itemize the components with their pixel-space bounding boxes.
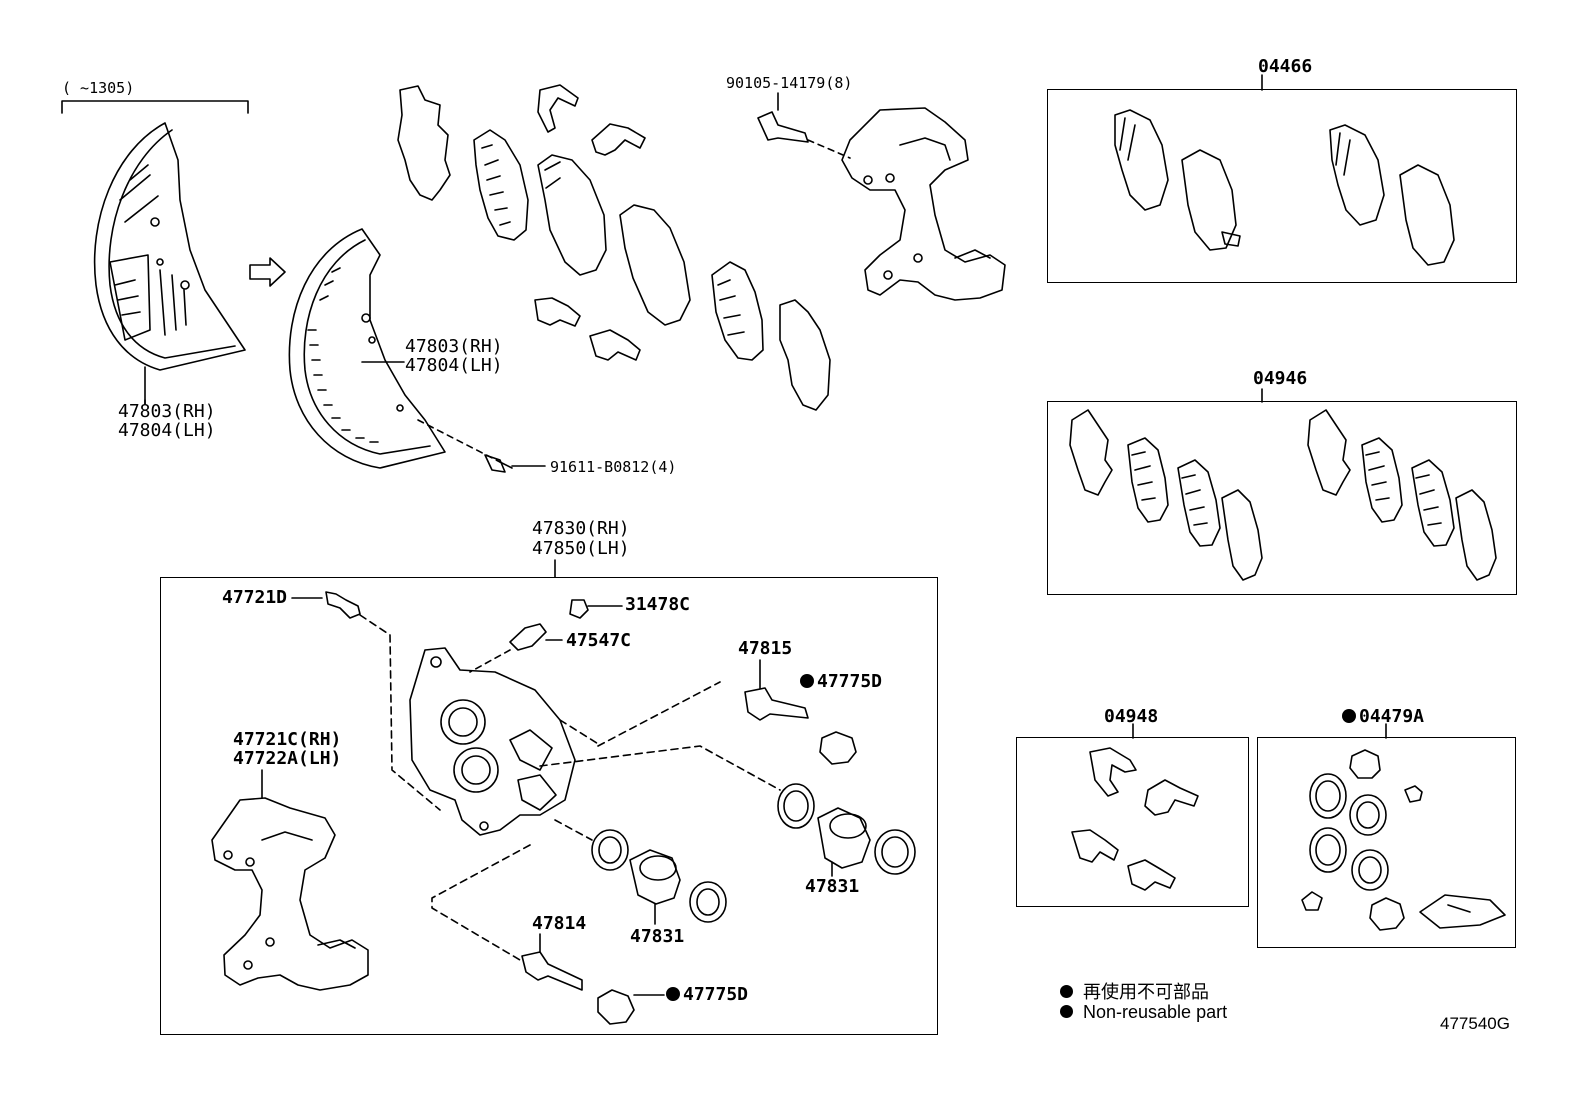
kit-04466-box [1047, 89, 1517, 283]
label-47803-rh-new: 47803(RH) [405, 336, 503, 357]
legend-en: Non-reusable part [1060, 1002, 1227, 1023]
kit-04946-box [1047, 401, 1517, 595]
kit-04946-drawing [1069, 388, 1497, 581]
label-47814: 47814 [532, 913, 587, 934]
dust-shield-old-drawing [93, 122, 246, 405]
label-kit-04948: 04948 [1104, 706, 1159, 727]
date-bracket [61, 100, 249, 114]
caliper-assembly-drawing [211, 591, 916, 1025]
direction-arrow [249, 257, 286, 287]
label-31478C: 31478C [625, 594, 691, 615]
label-kit-04946: 04946 [1253, 368, 1308, 389]
caliper-bracket-top-drawing [757, 92, 1006, 301]
label-47831-right: 47831 [805, 876, 860, 897]
caliper-assembly-box [160, 577, 938, 1035]
label-47721C-rh: 47721C(RH) [233, 729, 342, 750]
label-91611-b0812: 91611-B0812(4) [550, 458, 677, 476]
label-47804-lh-new: 47804(LH) [405, 355, 503, 376]
label-47830-rh: 47830(RH) [532, 518, 630, 539]
label-kit-04479A: 04479A [1342, 707, 1424, 727]
legend-jp: 再使用不可部品 [1060, 978, 1209, 1004]
non-reusable-dot-icon [1060, 985, 1073, 998]
dust-shield-new-drawing [288, 228, 501, 469]
label-47850-lh: 47850(LH) [532, 538, 630, 559]
date-note: ( ~1305) [62, 79, 135, 97]
label-47775D-bottom: 47775D [666, 985, 748, 1005]
label-90105-14179: 90105-14179(8) [726, 74, 853, 92]
non-reusable-dot-icon [800, 674, 814, 688]
label-kit-04466: 04466 [1258, 56, 1313, 77]
label-47803-rh-old: 47803(RH) [118, 401, 216, 422]
label-47547C: 47547C [566, 630, 632, 651]
label-47804-lh-old: 47804(LH) [118, 420, 216, 441]
non-reusable-dot-icon [666, 987, 680, 1001]
label-47722A-lh: 47722A(LH) [233, 748, 342, 769]
label-47721D: 47721D [222, 587, 288, 608]
non-reusable-dot-icon [1060, 1005, 1073, 1018]
kit-04948-box [1016, 737, 1249, 907]
label-47775D-top: 47775D [800, 672, 882, 692]
kit-04466-drawing [1114, 74, 1455, 266]
kit-04479A-box [1257, 737, 1516, 948]
label-47815: 47815 [738, 638, 793, 659]
figure-code: 477540G [1440, 1014, 1510, 1033]
non-reusable-dot-icon [1342, 709, 1356, 723]
brake-pads-drawing [397, 84, 831, 411]
kit-04479A-drawing [1301, 723, 1506, 931]
label-47831-left: 47831 [630, 926, 685, 947]
kit-04948-drawing [1071, 723, 1199, 891]
screw-drawing [484, 454, 546, 473]
